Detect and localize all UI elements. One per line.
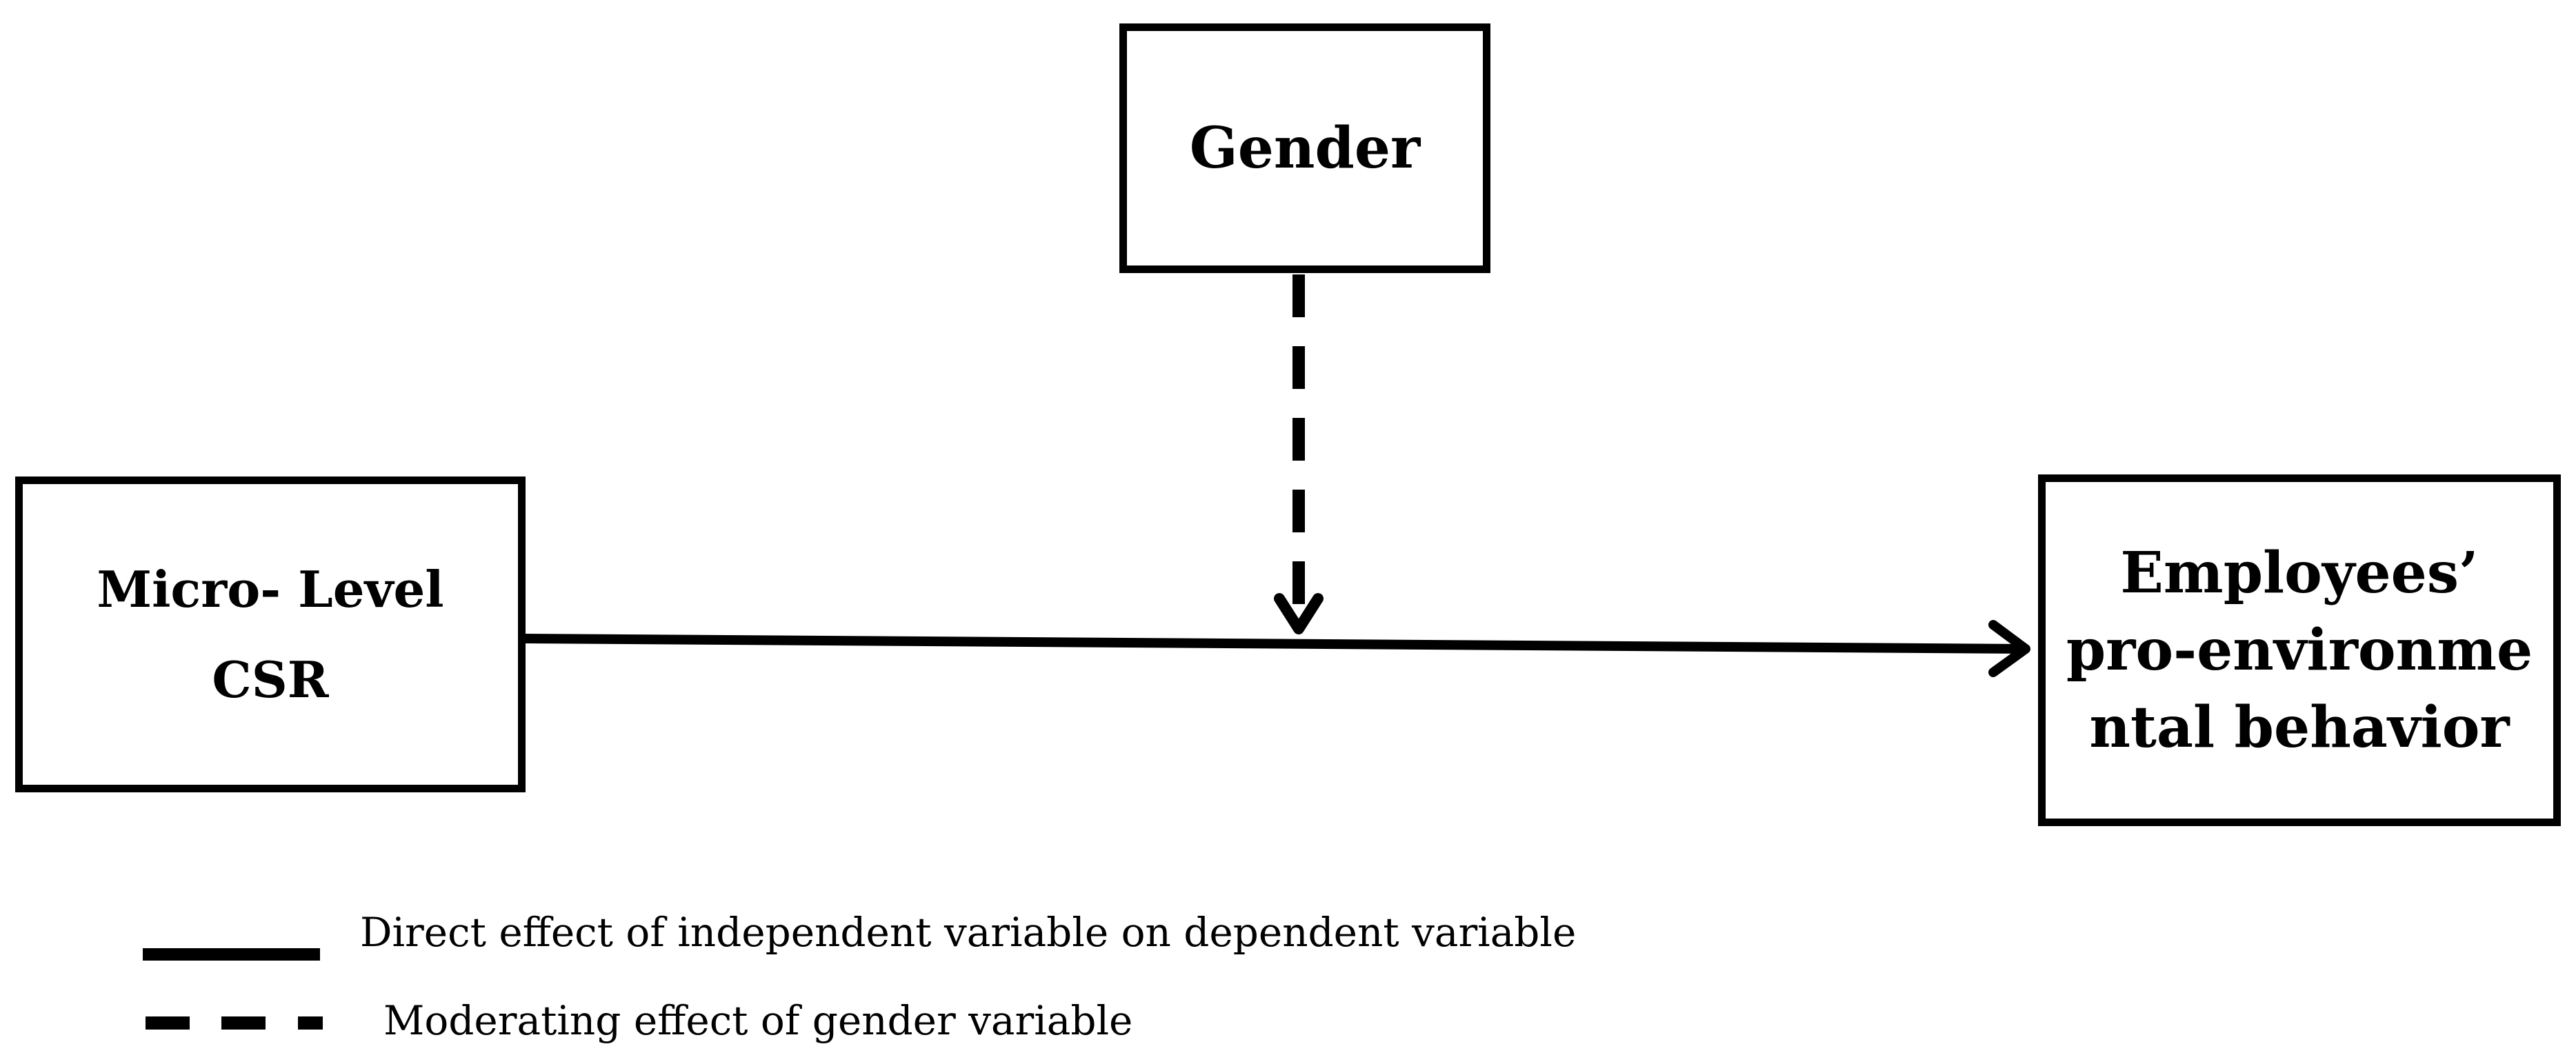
micro-level-csr-box: Micro- Level CSR xyxy=(15,477,526,792)
micro-level-csr-label-line-1: Micro- Level xyxy=(97,560,444,619)
direct-effect-line xyxy=(525,634,2025,654)
gender-label: Gender xyxy=(1189,115,1421,181)
direct-effect-arrowhead xyxy=(1988,620,2030,677)
peb-label-line-2: pro-environme xyxy=(2066,617,2533,683)
peb-label-line-3: ntal behavior xyxy=(2089,694,2510,761)
moderating-effect-arrowhead xyxy=(1274,593,1324,634)
gender-box: Gender xyxy=(1119,23,1490,273)
legend-dashed-line-sample xyxy=(146,1016,323,1030)
legend-moderating-effect-label: Moderating effect of gender variable xyxy=(383,997,1133,1044)
peb-label-line-1: Employees’ xyxy=(2120,540,2479,606)
legend-direct-effect-label: Direct effect of independent variable on… xyxy=(360,909,1577,956)
employees-pro-environmental-behavior-box: Employees’ pro-environme ntal behavior xyxy=(2038,474,2561,826)
micro-level-csr-label-line-2: CSR xyxy=(212,650,329,709)
